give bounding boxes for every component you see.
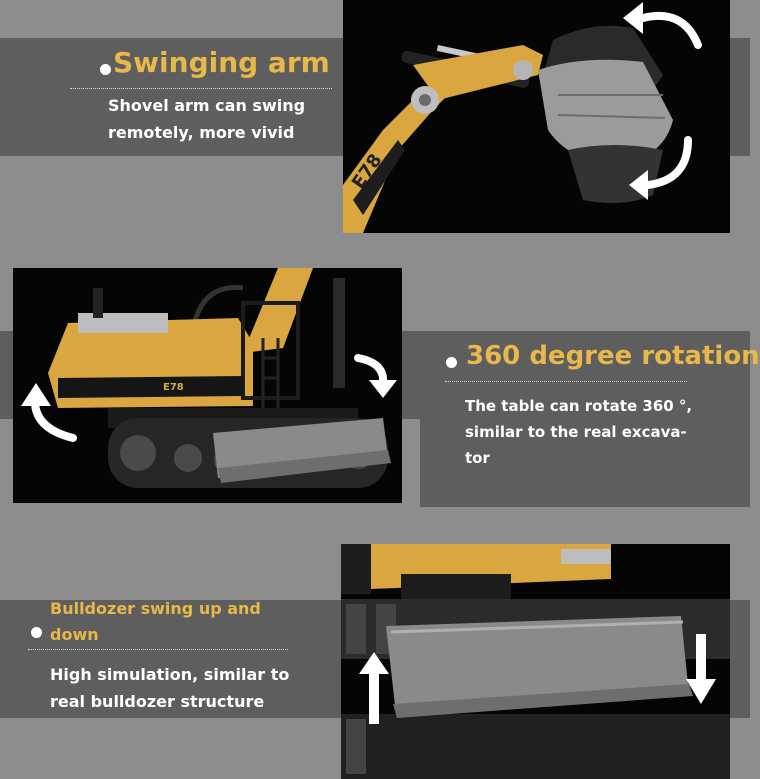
section-1-description: Shovel arm can swing remotely, more vivi… (108, 92, 305, 146)
section-2-pointer (402, 360, 418, 388)
section-3-desc-line-2: real bulldozer structure (50, 692, 265, 711)
section-3-title: Bulldozer swing up and down (50, 596, 261, 648)
section-2-desc-line-1: The table can rotate 360 °, (465, 397, 693, 415)
section-1-title: Swinging arm (113, 46, 330, 79)
section-1-bullet (100, 64, 111, 75)
section-2-desc-line-3: tor (465, 449, 490, 467)
rotation-photo: E78 (13, 268, 402, 503)
section-2-desc-line-2: similar to the real excava- (465, 423, 687, 441)
section-2-bullet (446, 357, 457, 368)
section-1-desc-line-1: Shovel arm can swing (108, 96, 306, 115)
section-3-description: High simulation, similar to real bulldoz… (50, 661, 289, 715)
section-1-divider (70, 88, 332, 89)
section-3-bullet (31, 627, 42, 638)
swinging-arm-photo: E78 (343, 0, 730, 233)
svg-text:E78: E78 (163, 382, 184, 393)
section-2-band-extension (420, 331, 750, 507)
bulldozer-photo (341, 544, 730, 779)
section-3-desc-line-1: High simulation, similar to (50, 665, 290, 684)
section-3-title-line-2: down (50, 625, 99, 644)
section-3-title-line-1: Bulldozer swing up and (50, 599, 261, 618)
section-2-divider (445, 381, 687, 382)
section-3-divider (28, 649, 288, 650)
section-2-description: The table can rotate 360 °, similar to t… (465, 393, 692, 471)
section-2-title: 360 degree rotation (466, 341, 760, 371)
section-1-desc-line-2: remotely, more vivid (108, 123, 295, 142)
